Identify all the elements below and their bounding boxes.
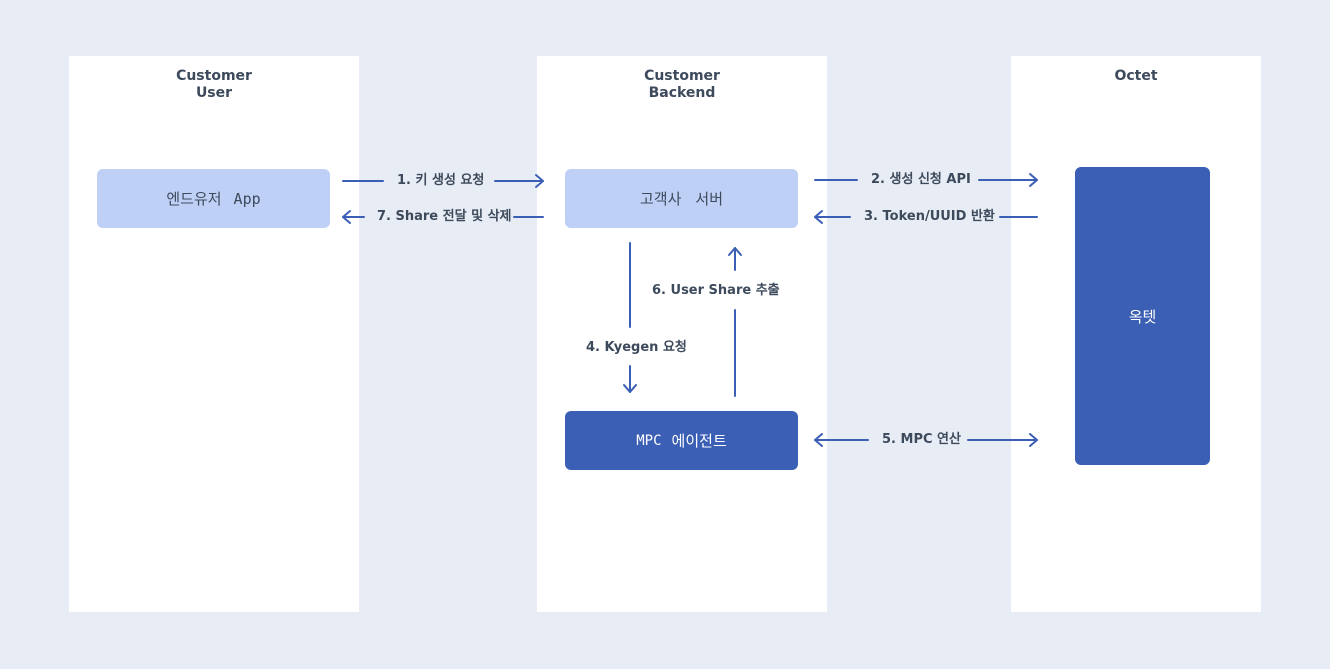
label-step-6: 6. User Share 추출 bbox=[652, 283, 780, 298]
label-step-5: 5. MPC 연산 bbox=[882, 432, 961, 447]
node-octet-name: 옥텟 bbox=[1128, 307, 1157, 326]
label-step-1: 1. 키 생성 요청 bbox=[397, 173, 485, 188]
node-mpc-agent-prefix: MPC bbox=[636, 432, 662, 449]
lane-customer-user: Customer User bbox=[69, 56, 359, 612]
arrow-step-2-head bbox=[1029, 173, 1038, 187]
arrow-step-1-head bbox=[535, 174, 544, 188]
node-octet: 옥텟 bbox=[1075, 167, 1210, 465]
node-client-server-name: 고객사 bbox=[639, 190, 682, 208]
arrow-step-6-head bbox=[728, 247, 742, 256]
node-enduser-app-name: 엔드유저 bbox=[166, 190, 222, 208]
arrow-step-5-head-left bbox=[814, 433, 823, 447]
arrow-step-5-head-right bbox=[1029, 433, 1038, 447]
label-step-4: 4. Kyegen 요청 bbox=[586, 340, 687, 355]
lane-title-octet: Octet bbox=[1114, 68, 1158, 84]
lane-title-customer-user: Customer User bbox=[176, 68, 252, 101]
arrow-step-3-head bbox=[814, 210, 823, 224]
label-step-2: 2. 생성 신청 API bbox=[871, 172, 971, 187]
node-enduser-app-suffix: App bbox=[233, 189, 261, 208]
label-step-7: 7. Share 전달 및 삭제 bbox=[377, 209, 512, 224]
label-step-3: 3. Token/UUID 반환 bbox=[864, 209, 995, 224]
lane-customer-backend: Customer Backend bbox=[537, 56, 827, 612]
arrow-step-4-head bbox=[623, 384, 637, 393]
node-mpc-agent: MPC 에이전트 bbox=[565, 411, 798, 470]
lane-title-customer-backend: Customer Backend bbox=[644, 68, 720, 101]
node-client-server: 고객사 서버 bbox=[565, 169, 798, 228]
arrow-step-7-head bbox=[342, 210, 351, 224]
node-enduser-app: 엔드유저 App bbox=[97, 169, 330, 228]
node-client-server-suffix: 서버 bbox=[695, 190, 723, 208]
node-mpc-agent-name: 에이전트 bbox=[671, 432, 727, 450]
